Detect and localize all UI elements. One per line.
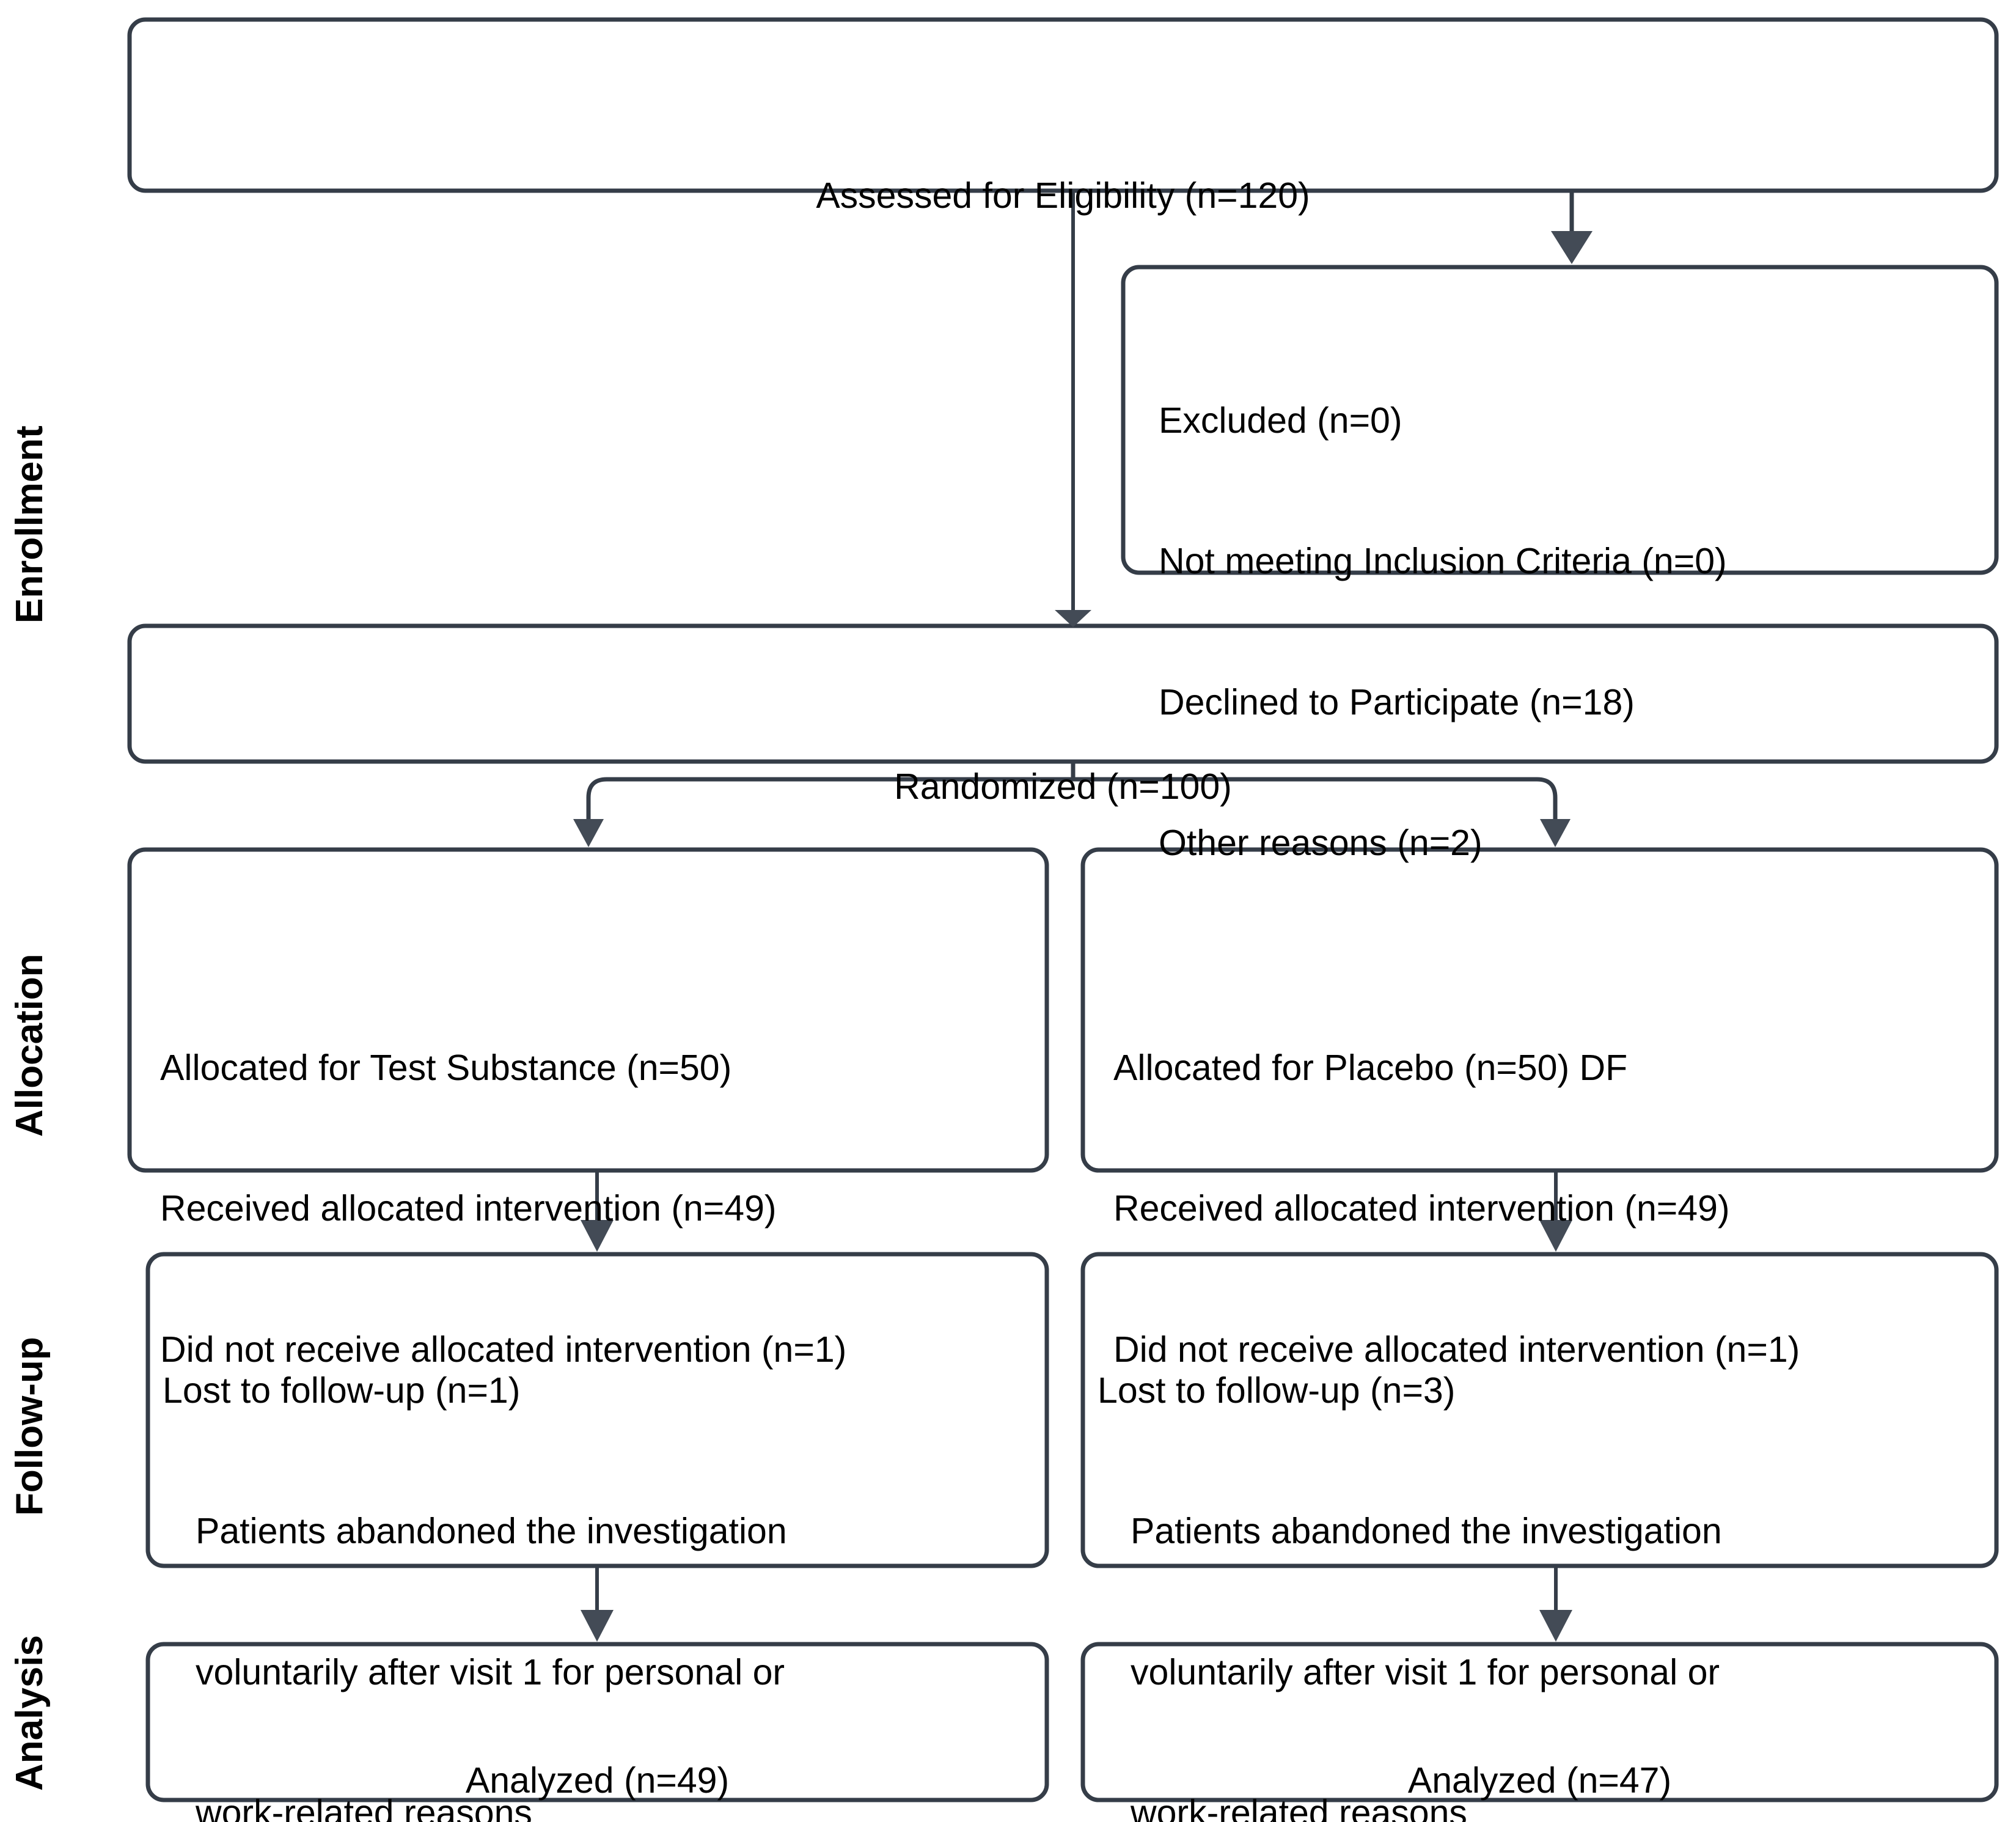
box-excluded-line-1: Excluded (n=0) (1159, 400, 1402, 441)
box-allocation-left-line-2: Received allocated intervention (n=49) (160, 1188, 777, 1229)
arrowhead-allocation-left-to-followup-left (581, 1220, 614, 1252)
box-followup-right-line-1: Lost to follow-up (n=3) (1098, 1370, 1456, 1411)
box-analysis-left-line-1: Analyzed (n=49) (465, 1760, 730, 1801)
box-excluded-outline (1121, 265, 1999, 575)
arrowhead-followup-right-to-analysis-right (1539, 1610, 1572, 1642)
box-excluded-line-2: Not meeting Inclusion Criteria (n=0) (1159, 541, 1727, 582)
arrowhead-randomized-to-allocation-right (1540, 819, 1571, 847)
box-allocation-right-line-1: Allocated for Placebo (n=50) DF (1113, 1048, 1628, 1089)
arrowhead-allocation-right-to-followup-right (1539, 1220, 1572, 1252)
box-followup-left-line-2: Patients abandoned the investigation (196, 1511, 787, 1552)
box-followup-right-text: Lost to follow-up (n=3) Patients abandon… (1098, 1274, 1984, 1822)
box-followup-left-text: Lost to follow-up (n=1) Patients abandon… (163, 1274, 1043, 1822)
stage-label-enrollment: Enrollment (9, 425, 51, 623)
arrowhead-assessed-to-randomized (1055, 610, 1091, 627)
box-analysis-left-text: Analyzed (n=49) Excluded from analysis (… (148, 1664, 1047, 1822)
stage-label-analysis: Analysis (9, 1634, 51, 1791)
box-followup-right-line-2: Patients abandoned the investigation (1131, 1511, 1722, 1552)
box-followup-left-line-1: Lost to follow-up (n=1) (163, 1370, 521, 1411)
connector-randomized-split-bar (586, 777, 1558, 798)
box-followup-right-line-3: voluntarily after visit 1 for personal o… (1131, 1651, 1720, 1692)
box-analysis-left-outline (145, 1642, 1049, 1802)
box-randomized-text: Randomized (n=100) (130, 670, 1996, 904)
arrowhead-assessed-to-excluded (1551, 231, 1593, 264)
box-followup-left-line-4: work-related reasons (196, 1792, 532, 1822)
stage-label-followup: Follow-up (9, 1337, 51, 1516)
box-analysis-right-outline (1080, 1642, 1999, 1802)
box-followup-left-line-3: voluntarily after visit 1 for personal o… (196, 1651, 785, 1692)
box-assessed-outline (127, 17, 1999, 193)
box-allocation-left-outline (127, 847, 1049, 1173)
box-randomized-line-1: Randomized (n=100) (894, 766, 1232, 807)
box-analysis-right-line-1: Analyzed (n=47) (1407, 1760, 1672, 1801)
box-allocation-right-line-3: Did not receive allocated intervention (… (1113, 1329, 1800, 1370)
box-excluded-text: Excluded (n=0) Not meeting Inclusion Cri… (1159, 304, 1990, 960)
box-allocation-left-text: Allocated for Test Substance (n=50) Rece… (160, 951, 1034, 1467)
box-randomized-outline (127, 623, 1999, 764)
box-followup-right-line-4: work-related reasons (1131, 1792, 1467, 1822)
box-allocation-right-outline (1080, 847, 1999, 1173)
stage-label-allocation: Allocation (9, 953, 51, 1137)
box-allocation-right-text: Allocated for Placebo (n=50) DF Received… (1113, 951, 1987, 1467)
box-analysis-right-text: Analyzed (n=47) Excluded from analysis (… (1083, 1664, 1996, 1822)
box-assessed-line-1: Assessed for Eligibility (n=120) (816, 175, 1310, 216)
box-followup-right-outline (1080, 1252, 1999, 1568)
box-excluded-line-3: Declined to Participate (n=18) (1159, 681, 1635, 722)
box-allocation-right-line-2: Received allocated intervention (n=49) (1113, 1188, 1730, 1229)
arrowhead-followup-left-to-analysis-left (581, 1610, 614, 1642)
box-allocation-left-line-1: Allocated for Test Substance (n=50) (160, 1048, 732, 1089)
box-assessed-text: Assessed for Eligibility (n=120) (130, 79, 1996, 313)
box-allocation-left-line-3: Did not receive allocated intervention (… (160, 1329, 847, 1370)
arrowhead-randomized-to-allocation-left (573, 819, 604, 847)
box-excluded-line-4: Other reasons (n=2) (1159, 822, 1483, 863)
